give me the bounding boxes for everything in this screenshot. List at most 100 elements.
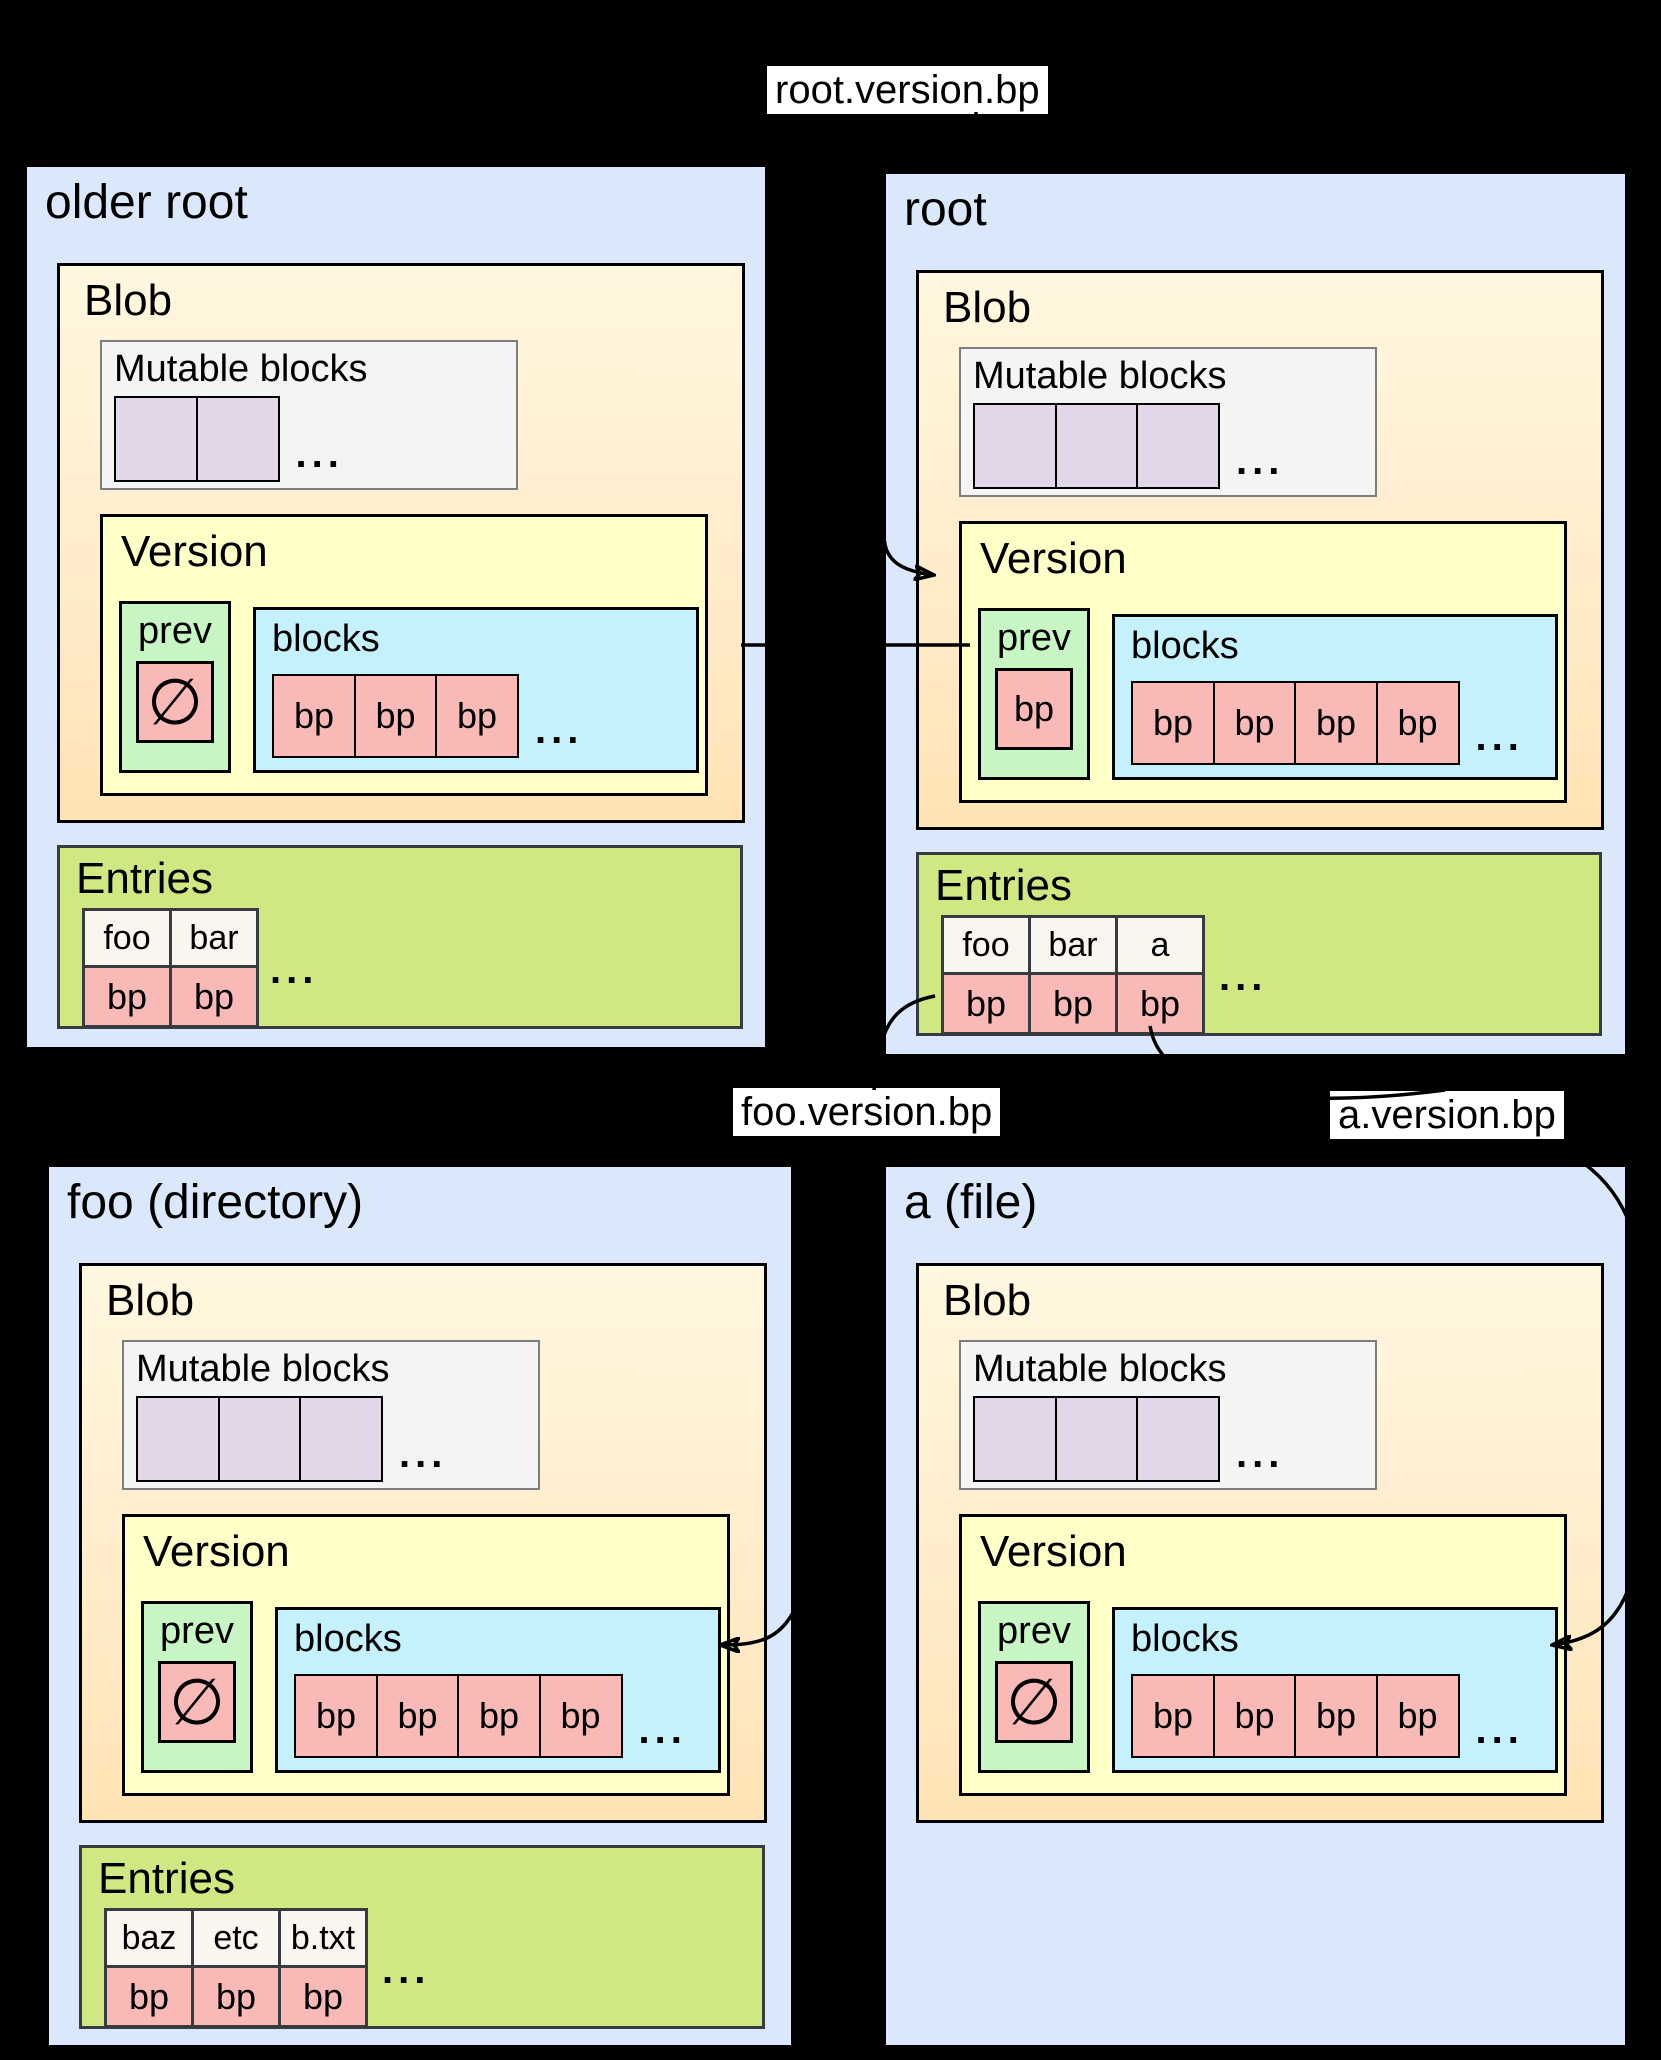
foo-title: foo (directory) [67, 1176, 364, 1229]
mutable-cell [195, 396, 280, 482]
ellipsis: ... [270, 948, 319, 992]
prev-pointer-cell: ∅ [158, 1661, 236, 1743]
entry-pointer-cell: bp [85, 968, 169, 1025]
foo-prev: prev ∅ [141, 1601, 253, 1773]
mutable-cell [1054, 403, 1139, 489]
entry-pointer-cell: bp [107, 1968, 191, 2025]
root-blob: Blob Mutable blocks ... Version prev bp … [916, 270, 1604, 830]
prev-label: prev [160, 1610, 234, 1652]
entries-table: foo bar a bp bp bp [941, 915, 1205, 1035]
prev-pointer-cell: bp [995, 668, 1073, 750]
root-version: Version prev bp blocks bp bp bp bp ... [959, 521, 1567, 803]
ellipsis: ... [638, 1708, 687, 1752]
prev-label: prev [997, 617, 1071, 659]
mutable-cell [1136, 403, 1220, 489]
block-pointer-cell: bp [457, 1674, 541, 1758]
entries-label: Entries [76, 854, 213, 903]
block-pointer-cell: bp [538, 1674, 623, 1758]
blocks-label: blocks [272, 618, 380, 660]
ellipsis: ... [1475, 1708, 1524, 1752]
a-version-bp-label: a.version.bp [1330, 1091, 1564, 1139]
entry-name-cell: b.txt [281, 1911, 365, 1965]
entry-pointer-cell: bp [172, 968, 256, 1025]
entry-pointer-cell: bp [1118, 975, 1202, 1032]
block-pointer-row: bp bp bp bp ... [294, 1674, 687, 1758]
block-pointer-cell: bp [1294, 681, 1378, 765]
ellipsis: ... [399, 1432, 448, 1476]
ellipsis: ... [1475, 715, 1524, 759]
block-pointer-cell: bp [1294, 1674, 1378, 1758]
block-pointer-cell: bp [353, 674, 438, 758]
ellipsis: ... [382, 1948, 431, 1992]
mutable-cell [1054, 1396, 1139, 1482]
entries-label: Entries [98, 1854, 235, 1903]
older-root-blocks: blocks bp bp bp ... [253, 607, 699, 773]
ellipsis: ... [535, 708, 584, 752]
block-pointer-row: bp bp bp bp ... [1131, 681, 1524, 765]
mutable-blocks-label: Mutable blocks [114, 348, 368, 390]
entries-label: Entries [935, 861, 1072, 910]
entry-name-cell: bar [172, 911, 256, 965]
blob-label: Blob [943, 283, 1032, 332]
mutable-cell [299, 1396, 383, 1482]
entry-pointer-cell: bp [194, 1968, 278, 2025]
a-file-box: a (file) Blob Mutable blocks ... Version… [883, 1164, 1628, 2048]
block-pointer-cell: bp [1212, 681, 1297, 765]
blob-label: Blob [943, 1276, 1032, 1325]
foo-directory-box: foo (directory) Blob Mutable blocks ... … [46, 1164, 794, 2048]
foo-version-bp-label: foo.version.bp [733, 1088, 1001, 1136]
mutable-cell [1136, 1396, 1220, 1482]
mutable-cell-row: ... [973, 403, 1284, 489]
prev-label: prev [138, 610, 212, 652]
entry-name-cell: bar [1031, 918, 1115, 972]
version-label: Version [121, 527, 268, 576]
ellipsis: ... [1236, 1432, 1285, 1476]
block-pointer-cell: bp [435, 674, 519, 758]
older-root-mutable-blocks: Mutable blocks ... [100, 340, 518, 490]
older-root-entries: Entries foo bar bp bp ... [57, 845, 743, 1029]
root-entries: Entries foo bar a bp bp bp ... [916, 852, 1602, 1036]
block-pointer-cell: bp [1375, 681, 1460, 765]
mutable-cell-row: ... [973, 1396, 1284, 1482]
older-root-box: older root Blob Mutable blocks ... Versi… [24, 164, 768, 1050]
block-pointer-cell: bp [1212, 1674, 1297, 1758]
block-pointer-cell: bp [1375, 1674, 1460, 1758]
blocks-label: blocks [1131, 625, 1239, 667]
mutable-cell [114, 396, 198, 482]
mutable-blocks-label: Mutable blocks [973, 355, 1227, 397]
version-label: Version [980, 1527, 1127, 1576]
older-root-title: older root [45, 176, 248, 229]
entries-table: baz etc b.txt bp bp bp [104, 1908, 368, 2028]
block-pointer-cell: bp [294, 1674, 378, 1758]
entry-pointer-cell: bp [944, 975, 1028, 1032]
entry-name-cell: foo [944, 918, 1028, 972]
root-title: root [904, 183, 987, 236]
mutable-cell [136, 1396, 220, 1482]
blocks-label: blocks [1131, 1618, 1239, 1660]
prev-pointer-cell: ∅ [136, 661, 214, 743]
entry-name-cell: foo [85, 911, 169, 965]
root-mutable-blocks: Mutable blocks ... [959, 347, 1377, 497]
entries-table: foo bar bp bp [82, 908, 259, 1028]
older-root-blob: Blob Mutable blocks ... Version prev ∅ b… [57, 263, 745, 823]
a-version: Version prev ∅ blocks bp bp bp bp ... [959, 1514, 1567, 1796]
blocks-label: blocks [294, 1618, 402, 1660]
root-version-bp-label: root.version.bp [767, 66, 1048, 114]
mutable-blocks-label: Mutable blocks [973, 1348, 1227, 1390]
entry-pointer-cell: bp [281, 1968, 365, 2025]
root-blocks: blocks bp bp bp bp ... [1112, 614, 1558, 780]
mutable-cell-row: ... [136, 1396, 447, 1482]
block-pointer-cell: bp [272, 674, 356, 758]
foo-blocks: blocks bp bp bp bp ... [275, 1607, 721, 1773]
mutable-cell-row: ... [114, 396, 344, 482]
older-root-prev: prev ∅ [119, 601, 231, 773]
mutable-cell [973, 1396, 1057, 1482]
a-blocks: blocks bp bp bp bp ... [1112, 1607, 1558, 1773]
a-prev: prev ∅ [978, 1601, 1090, 1773]
mutable-blocks-label: Mutable blocks [136, 1348, 390, 1390]
prev-pointer-cell: ∅ [995, 1661, 1073, 1743]
root-box: root Blob Mutable blocks ... Version pre… [883, 171, 1628, 1057]
mutable-cell [217, 1396, 302, 1482]
entry-name-cell: etc [194, 1911, 278, 1965]
